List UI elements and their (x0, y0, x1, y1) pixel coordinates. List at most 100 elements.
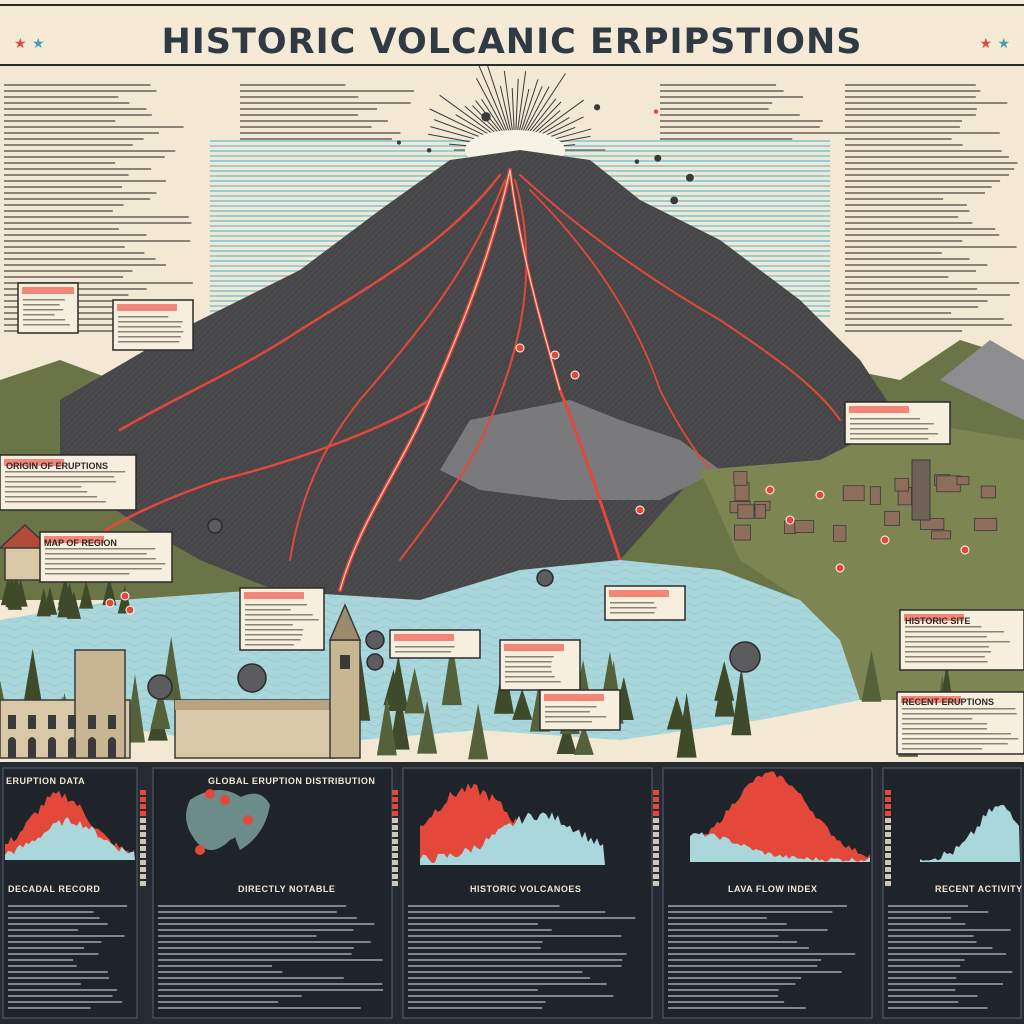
panel-text-line (668, 935, 779, 937)
callout-text-line (245, 624, 293, 626)
text-line (845, 132, 1000, 134)
callout-text-line (545, 711, 590, 713)
gauge-segment (392, 790, 398, 795)
text-line (845, 144, 963, 146)
map-marker (195, 845, 205, 855)
house (931, 530, 952, 540)
gauge-segment (885, 853, 891, 858)
text-line (660, 132, 847, 134)
tree (102, 577, 117, 606)
callout-text-line (23, 309, 64, 311)
ejecta-dot (593, 104, 601, 111)
panel-text-line (888, 977, 957, 979)
text-line (4, 96, 119, 98)
boulder (207, 518, 223, 534)
gauge-segment (140, 825, 146, 830)
callout-text-line (45, 548, 156, 550)
window (68, 715, 76, 729)
tree (376, 695, 397, 756)
panel-text-line (888, 1007, 988, 1009)
panel-text-line (408, 995, 614, 997)
window (88, 715, 96, 729)
panel-text-line (8, 983, 81, 985)
boulder-icon (147, 518, 761, 700)
callout-text-line (850, 418, 921, 420)
text-line (845, 264, 988, 266)
panel-text-line (668, 989, 779, 991)
gauge-segment (653, 818, 659, 823)
gauge-segment (653, 825, 659, 830)
text-line (240, 138, 392, 140)
tree (441, 639, 462, 706)
text-line (845, 204, 967, 206)
eruption-marker (815, 490, 825, 500)
panel-text-line (158, 1001, 279, 1003)
text-line (4, 150, 176, 152)
panel-text-line (408, 971, 583, 973)
text-line (4, 156, 165, 158)
boulder (536, 569, 554, 587)
gauge-segment (653, 860, 659, 865)
panel-text-line (158, 917, 357, 919)
gauge-segment (653, 881, 659, 886)
text-line (4, 144, 133, 146)
text-line (4, 204, 124, 206)
gauge-segment (885, 825, 891, 830)
panel-text-line (8, 923, 108, 925)
tree (79, 580, 94, 609)
gauge-segment (885, 839, 891, 844)
text-line (845, 318, 1004, 320)
panel-text-line (668, 911, 833, 913)
callout-tag (904, 614, 964, 621)
gauge-segment (392, 797, 398, 802)
window (28, 715, 36, 729)
eruption-marker (550, 350, 560, 360)
panel-text-line (888, 983, 1004, 985)
callout-text-line (23, 304, 60, 306)
panel-text-line (668, 1007, 806, 1009)
gauge-segment (885, 874, 891, 879)
volcano-texture (60, 150, 900, 640)
text-line (240, 96, 359, 98)
map-marker (243, 815, 253, 825)
panel-text-line (158, 911, 337, 913)
panel-text-line (888, 911, 989, 913)
text-line (240, 84, 346, 86)
gauge-segment (653, 790, 659, 795)
callout-label: ORIGIN OF ERUPTIONS (6, 461, 109, 471)
panel-text-line (668, 959, 822, 961)
tree (22, 648, 43, 708)
text-line (845, 228, 996, 230)
house (920, 518, 945, 530)
gauge-segment (392, 832, 398, 837)
gauge-segment (140, 804, 146, 809)
text-line (845, 270, 976, 272)
text-line (4, 132, 159, 134)
gauge-segment (140, 790, 146, 795)
text-line (4, 198, 151, 200)
panel-text-line (158, 965, 273, 967)
village (729, 459, 998, 542)
gauge-segment (653, 797, 659, 802)
text-line (4, 126, 184, 128)
text-line (845, 330, 963, 332)
gauge-segment (140, 860, 146, 865)
burst-ray (475, 78, 506, 133)
panel-text-line (888, 953, 1007, 955)
callout-text-line (245, 604, 308, 606)
gauge-segment (140, 853, 146, 858)
tree (389, 689, 410, 750)
gauge-segment (140, 846, 146, 851)
callout-text-line (5, 481, 117, 483)
panel-footer: DIRECTLY NOTABLE (238, 884, 336, 894)
gauge-segment (140, 839, 146, 844)
panel-text-line (8, 947, 85, 949)
text-line (4, 270, 133, 272)
callout-tag (244, 592, 304, 599)
panel-text-line (668, 1001, 785, 1003)
burst-ray (485, 60, 510, 132)
eruption-marker (785, 515, 795, 525)
gauge-segment (885, 881, 891, 886)
